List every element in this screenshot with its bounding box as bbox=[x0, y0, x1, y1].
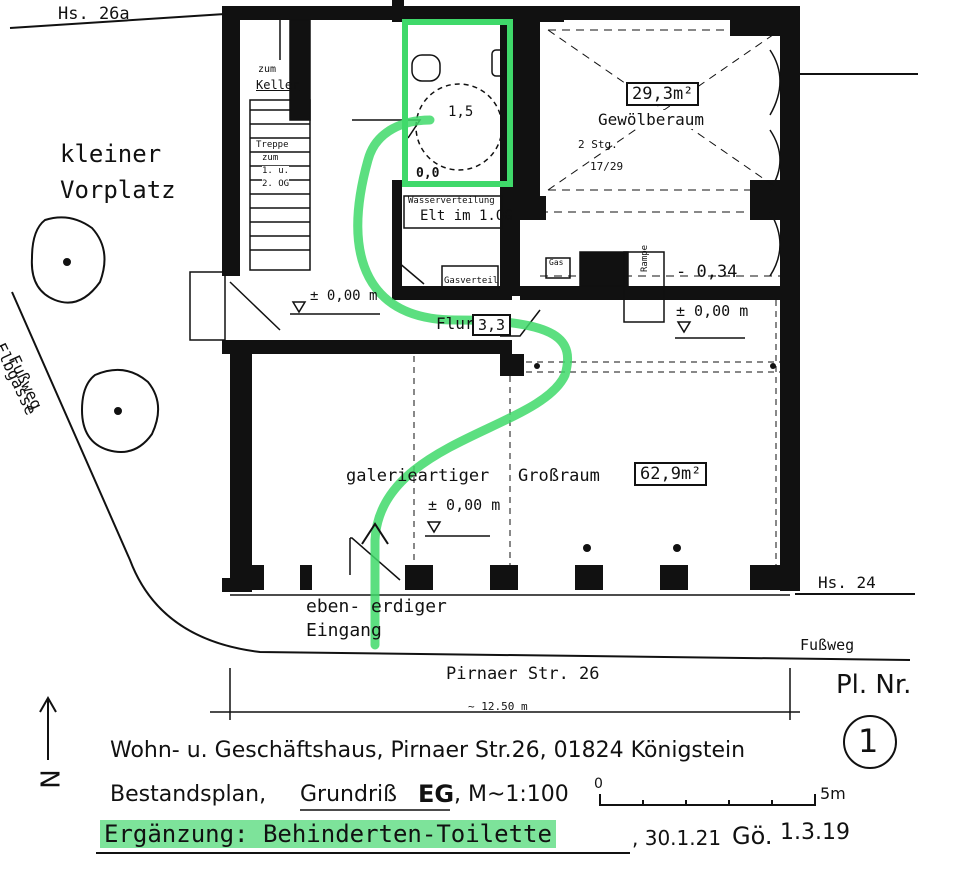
forecourt-label-1: kleiner bbox=[60, 140, 162, 168]
stair-label-3: 1. u. bbox=[262, 166, 290, 176]
original-date: 1.3.19 bbox=[780, 820, 850, 845]
scale-bar bbox=[599, 794, 816, 806]
gas-dist-label: Gasverteil. bbox=[444, 276, 504, 286]
level-zero-vault: ± 0,00 m bbox=[676, 302, 749, 320]
steps-label-2: 17/29 bbox=[590, 160, 624, 173]
hall-dashed bbox=[413, 300, 780, 565]
entrance-label-2: Eingang bbox=[306, 620, 382, 641]
stair-label-2: zum bbox=[262, 153, 279, 163]
main-room-name: Großraum bbox=[518, 466, 600, 486]
footpath-line bbox=[11, 291, 911, 661]
facade-piers bbox=[252, 565, 790, 590]
level-markers bbox=[290, 301, 745, 537]
scale-end: 5m bbox=[820, 784, 846, 803]
accessible-wc bbox=[402, 19, 513, 187]
entrance-arrow-icon bbox=[361, 522, 389, 545]
subtitle-floor: EG bbox=[418, 780, 455, 808]
street-label: Pirnaer Str. 26 bbox=[446, 664, 600, 684]
outer-walls bbox=[222, 0, 800, 592]
wc-level: 0,0 bbox=[416, 166, 440, 181]
subtitle-prefix: Bestandsplan, bbox=[110, 782, 267, 807]
cellar-label-2: Keller bbox=[256, 78, 300, 92]
level-zero-hall: ± 0,00 m bbox=[428, 496, 501, 514]
level-minus: - 0,34 bbox=[676, 262, 738, 282]
steps-label-1: 2 Stg. bbox=[578, 138, 618, 151]
staircase bbox=[249, 19, 311, 271]
width-dimension: ~ 12.50 m bbox=[468, 700, 528, 713]
vault-diagonals bbox=[540, 29, 781, 277]
gas-small-label: Gas bbox=[549, 258, 564, 267]
forecourt-label-2: Vorplatz bbox=[60, 176, 176, 204]
utility-boxes bbox=[403, 195, 665, 323]
plan-number-circle bbox=[843, 715, 897, 769]
neighbor-label-right: Hs. 24 bbox=[818, 573, 876, 592]
dimension-line bbox=[210, 668, 800, 720]
supplement-label: Ergänzung: Behinderten-Toilette bbox=[100, 820, 556, 848]
supplement-date: , 30.1.21 bbox=[632, 826, 722, 850]
electric-label: Elt im 1.OG bbox=[420, 208, 513, 224]
hall-area: 3,3 bbox=[472, 314, 512, 336]
main-room-prefix: galerieartiger bbox=[346, 466, 490, 486]
main-room-area: 62,9m² bbox=[634, 462, 708, 486]
hall-label: Flur bbox=[436, 314, 475, 333]
plan-number-label: Pl. Nr. bbox=[836, 670, 912, 700]
level-zero-stair: ± 0,00 m bbox=[310, 288, 378, 304]
water-dist-label: Wasserverteilung bbox=[408, 196, 495, 206]
title-line: Wohn- u. Geschäftshaus, Pirnaer Str.26, … bbox=[110, 738, 746, 763]
stair-label-1: Treppe bbox=[256, 140, 289, 150]
wc-size: 1,5 bbox=[448, 104, 474, 120]
footpath-label-right: Fußweg bbox=[800, 636, 855, 654]
north-arrow-icon bbox=[39, 695, 57, 760]
signature: Gö. bbox=[732, 822, 773, 850]
entrance-label-1: eben- erdiger bbox=[306, 596, 447, 617]
plan-number: 1 bbox=[858, 722, 879, 760]
north-label: N bbox=[36, 769, 67, 789]
neighbor-label-top: Hs. 26a bbox=[58, 4, 130, 24]
subtitle-scale: , M~1:100 bbox=[454, 782, 569, 807]
tree-symbols bbox=[30, 216, 159, 453]
stair-label-4: 2. OG bbox=[262, 179, 290, 189]
vault-name: Gewölberaum bbox=[598, 110, 704, 129]
vault-arches bbox=[769, 49, 781, 277]
vault-area: 29,3m² bbox=[626, 82, 700, 106]
scale-start: 0 bbox=[594, 776, 603, 792]
ramp-label: Rampe bbox=[640, 244, 650, 272]
subtitle-main: Grundriß bbox=[300, 782, 397, 807]
cellar-label-1: zum bbox=[258, 64, 277, 75]
columns bbox=[534, 363, 776, 552]
neighbor-line-top bbox=[9, 13, 226, 29]
